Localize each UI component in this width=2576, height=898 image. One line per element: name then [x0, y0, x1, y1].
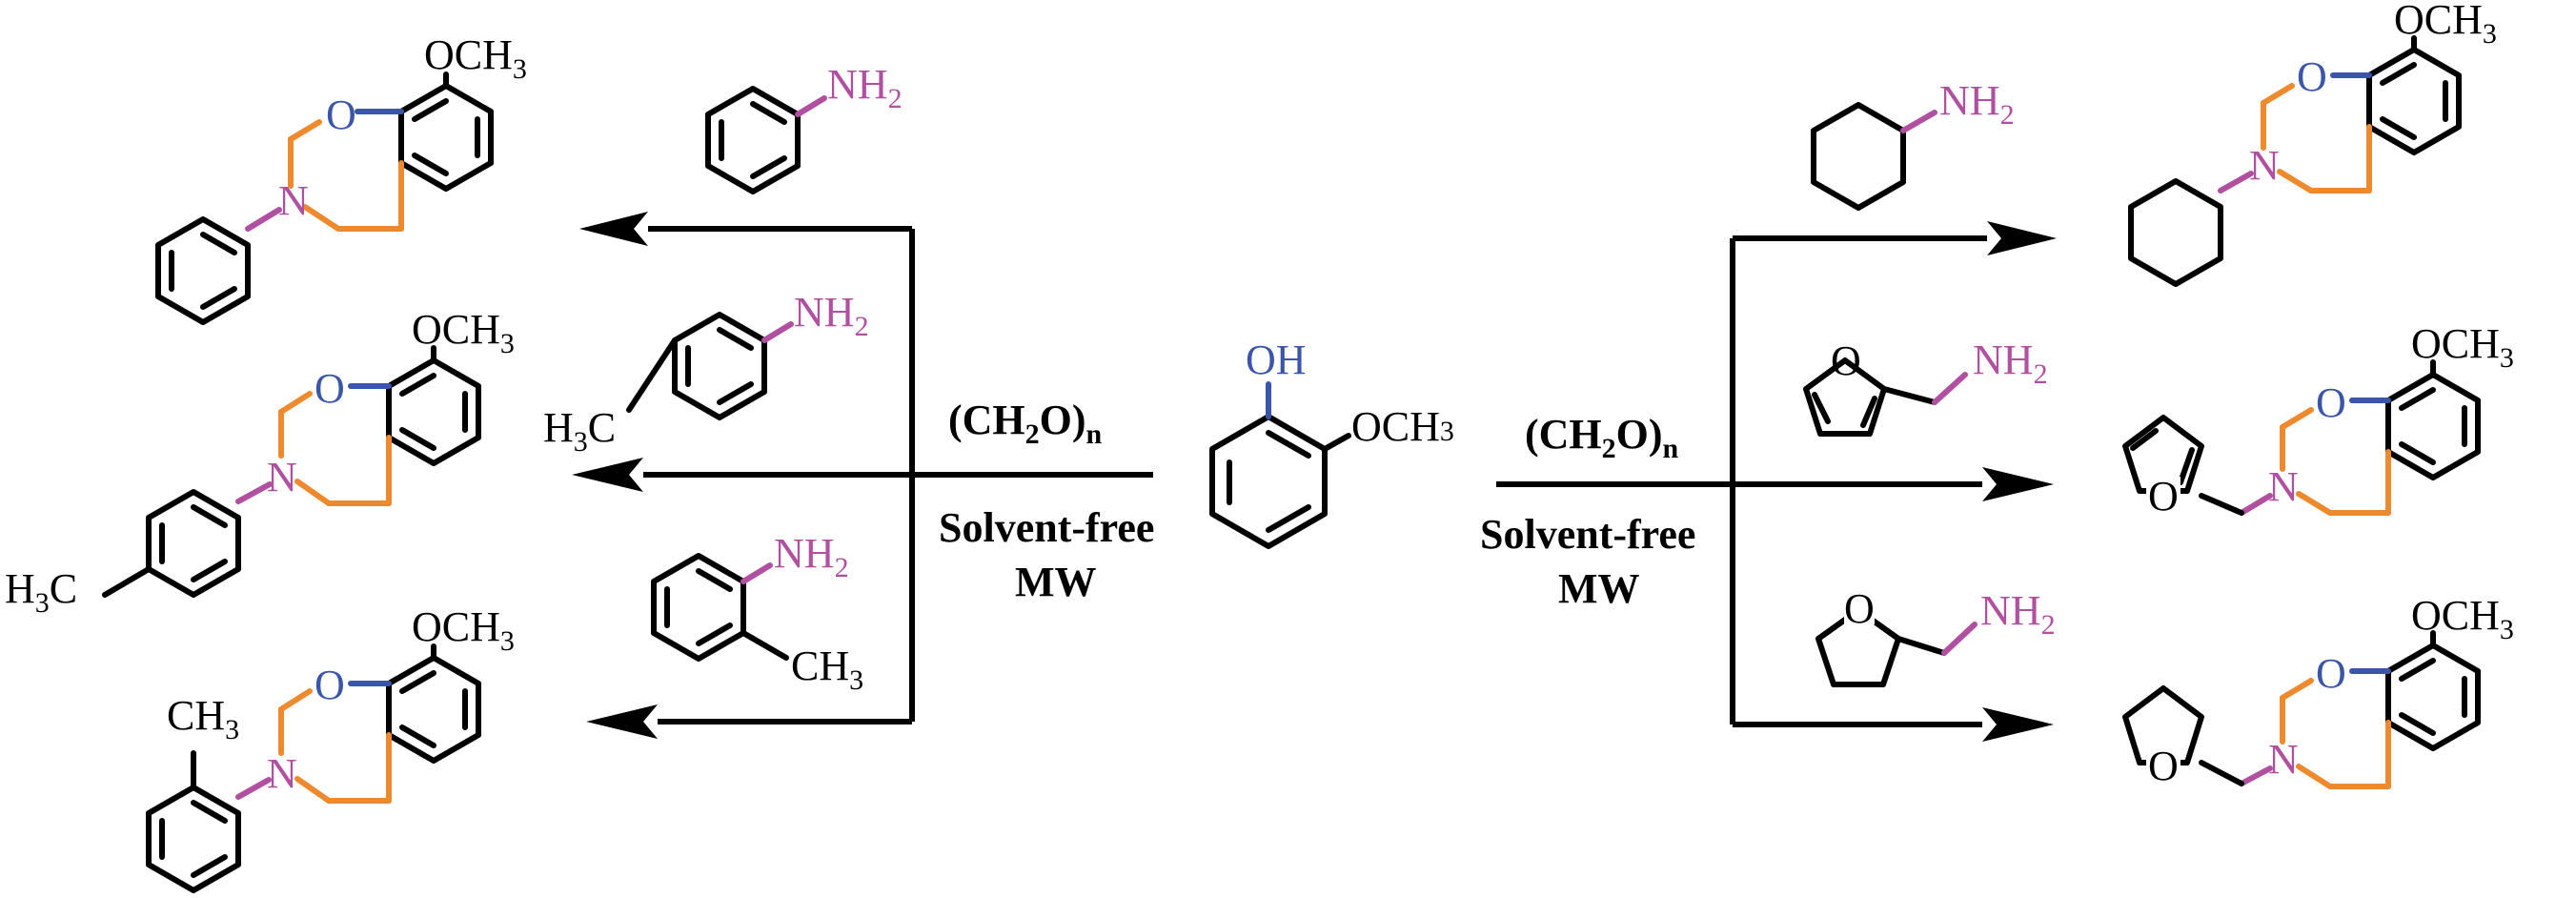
amine-aniline: NH2	[705, 61, 903, 194]
product1-ring-n: N	[278, 177, 309, 224]
left-branch-arrows	[572, 212, 1153, 739]
product3-methoxy: OCH3	[412, 603, 515, 657]
product4-ring-n: N	[2249, 142, 2280, 189]
conditions-left-solvent: Solvent-free	[939, 504, 1154, 551]
right-branch-arrows	[1496, 221, 2057, 742]
product2-ring-o: O	[314, 365, 345, 412]
amine-p-toluidine: NH2 H3C	[543, 289, 869, 458]
product3-methyl: CH3	[167, 692, 239, 745]
product6-thf-o: O	[2148, 743, 2179, 789]
thf-methylamine-o-label: O	[1844, 585, 1875, 632]
product1-methoxy: OCH3	[424, 31, 527, 85]
conditions-right-solvent: Solvent-free	[1480, 511, 1695, 558]
product-o-tolyl-benzoxazine: O N OCH3 CH3	[146, 603, 515, 893]
product2-methyl: H3C	[5, 565, 77, 619]
thf-methylamine-nh2-label: NH2	[1980, 587, 2056, 641]
o-toluidine-methyl-label: CH3	[791, 643, 863, 696]
product-p-tolyl-benzoxazine: O N OCH3 H3C	[5, 306, 515, 619]
methoxy-label: OCH3	[1351, 403, 1454, 450]
product6-ring-n: N	[2268, 736, 2299, 783]
p-toluidine-nh2-label: NH2	[794, 289, 869, 342]
product3-ring-o: O	[314, 662, 345, 708]
o-toluidine-nh2-label: NH2	[774, 530, 849, 583]
hydroxyl-label: OH	[1246, 337, 1307, 383]
conditions-left: (CH2O)n Solvent-free MW	[939, 397, 1154, 605]
furfurylamine-nh2-label: NH2	[1973, 337, 2048, 390]
product6-methoxy: OCH3	[2411, 592, 2514, 645]
product4-methoxy: OCH3	[2394, 0, 2497, 50]
aniline-nh2-label: NH2	[827, 61, 903, 114]
conditions-right-reagent: (CH2O)n	[1525, 411, 1679, 464]
conditions-right: (CH2O)n Solvent-free MW	[1480, 411, 1695, 612]
p-toluidine-methyl-label: H3C	[543, 404, 616, 458]
product-cyclohexyl-benzoxazine: O N OCH3	[2128, 0, 2497, 287]
product-thf-benzoxazine: O N OCH3 O	[2122, 592, 2514, 789]
product4-ring-o: O	[2297, 53, 2327, 100]
conditions-right-mw: MW	[1558, 565, 1640, 612]
product5-ring-n: N	[2268, 463, 2299, 510]
product2-methoxy: OCH3	[412, 306, 515, 359]
furfurylamine-o-label: O	[1831, 337, 1861, 384]
cyclohexylamine-nh2-label: NH2	[1939, 77, 2015, 131]
product2-ring-n: N	[267, 454, 297, 500]
product1-ring-o: O	[326, 92, 356, 138]
amine-cyclohexylamine: NH2	[1811, 77, 2015, 211]
amine-thf-methylamine: O NH2	[1815, 585, 2056, 687]
conditions-left-reagent: (CH2O)n	[948, 397, 1103, 450]
product-furfuryl-benzoxazine: O N OCH3 O	[2122, 320, 2514, 520]
product5-furan-o: O	[2148, 473, 2179, 520]
product-phenyl-benzoxazine: O N OCH3	[155, 31, 527, 325]
product5-ring-o: O	[2316, 379, 2346, 426]
amine-furfurylamine: O NH2	[1803, 337, 2048, 437]
conditions-left-mw: MW	[1015, 559, 1097, 605]
amine-o-toluidine: NH2 CH3	[651, 530, 863, 696]
product3-ring-n: N	[267, 750, 297, 797]
product5-methoxy: OCH3	[2411, 320, 2514, 374]
guaiacol-molecule: OH OCH3	[1209, 337, 1454, 549]
product6-ring-o: O	[2316, 650, 2346, 697]
